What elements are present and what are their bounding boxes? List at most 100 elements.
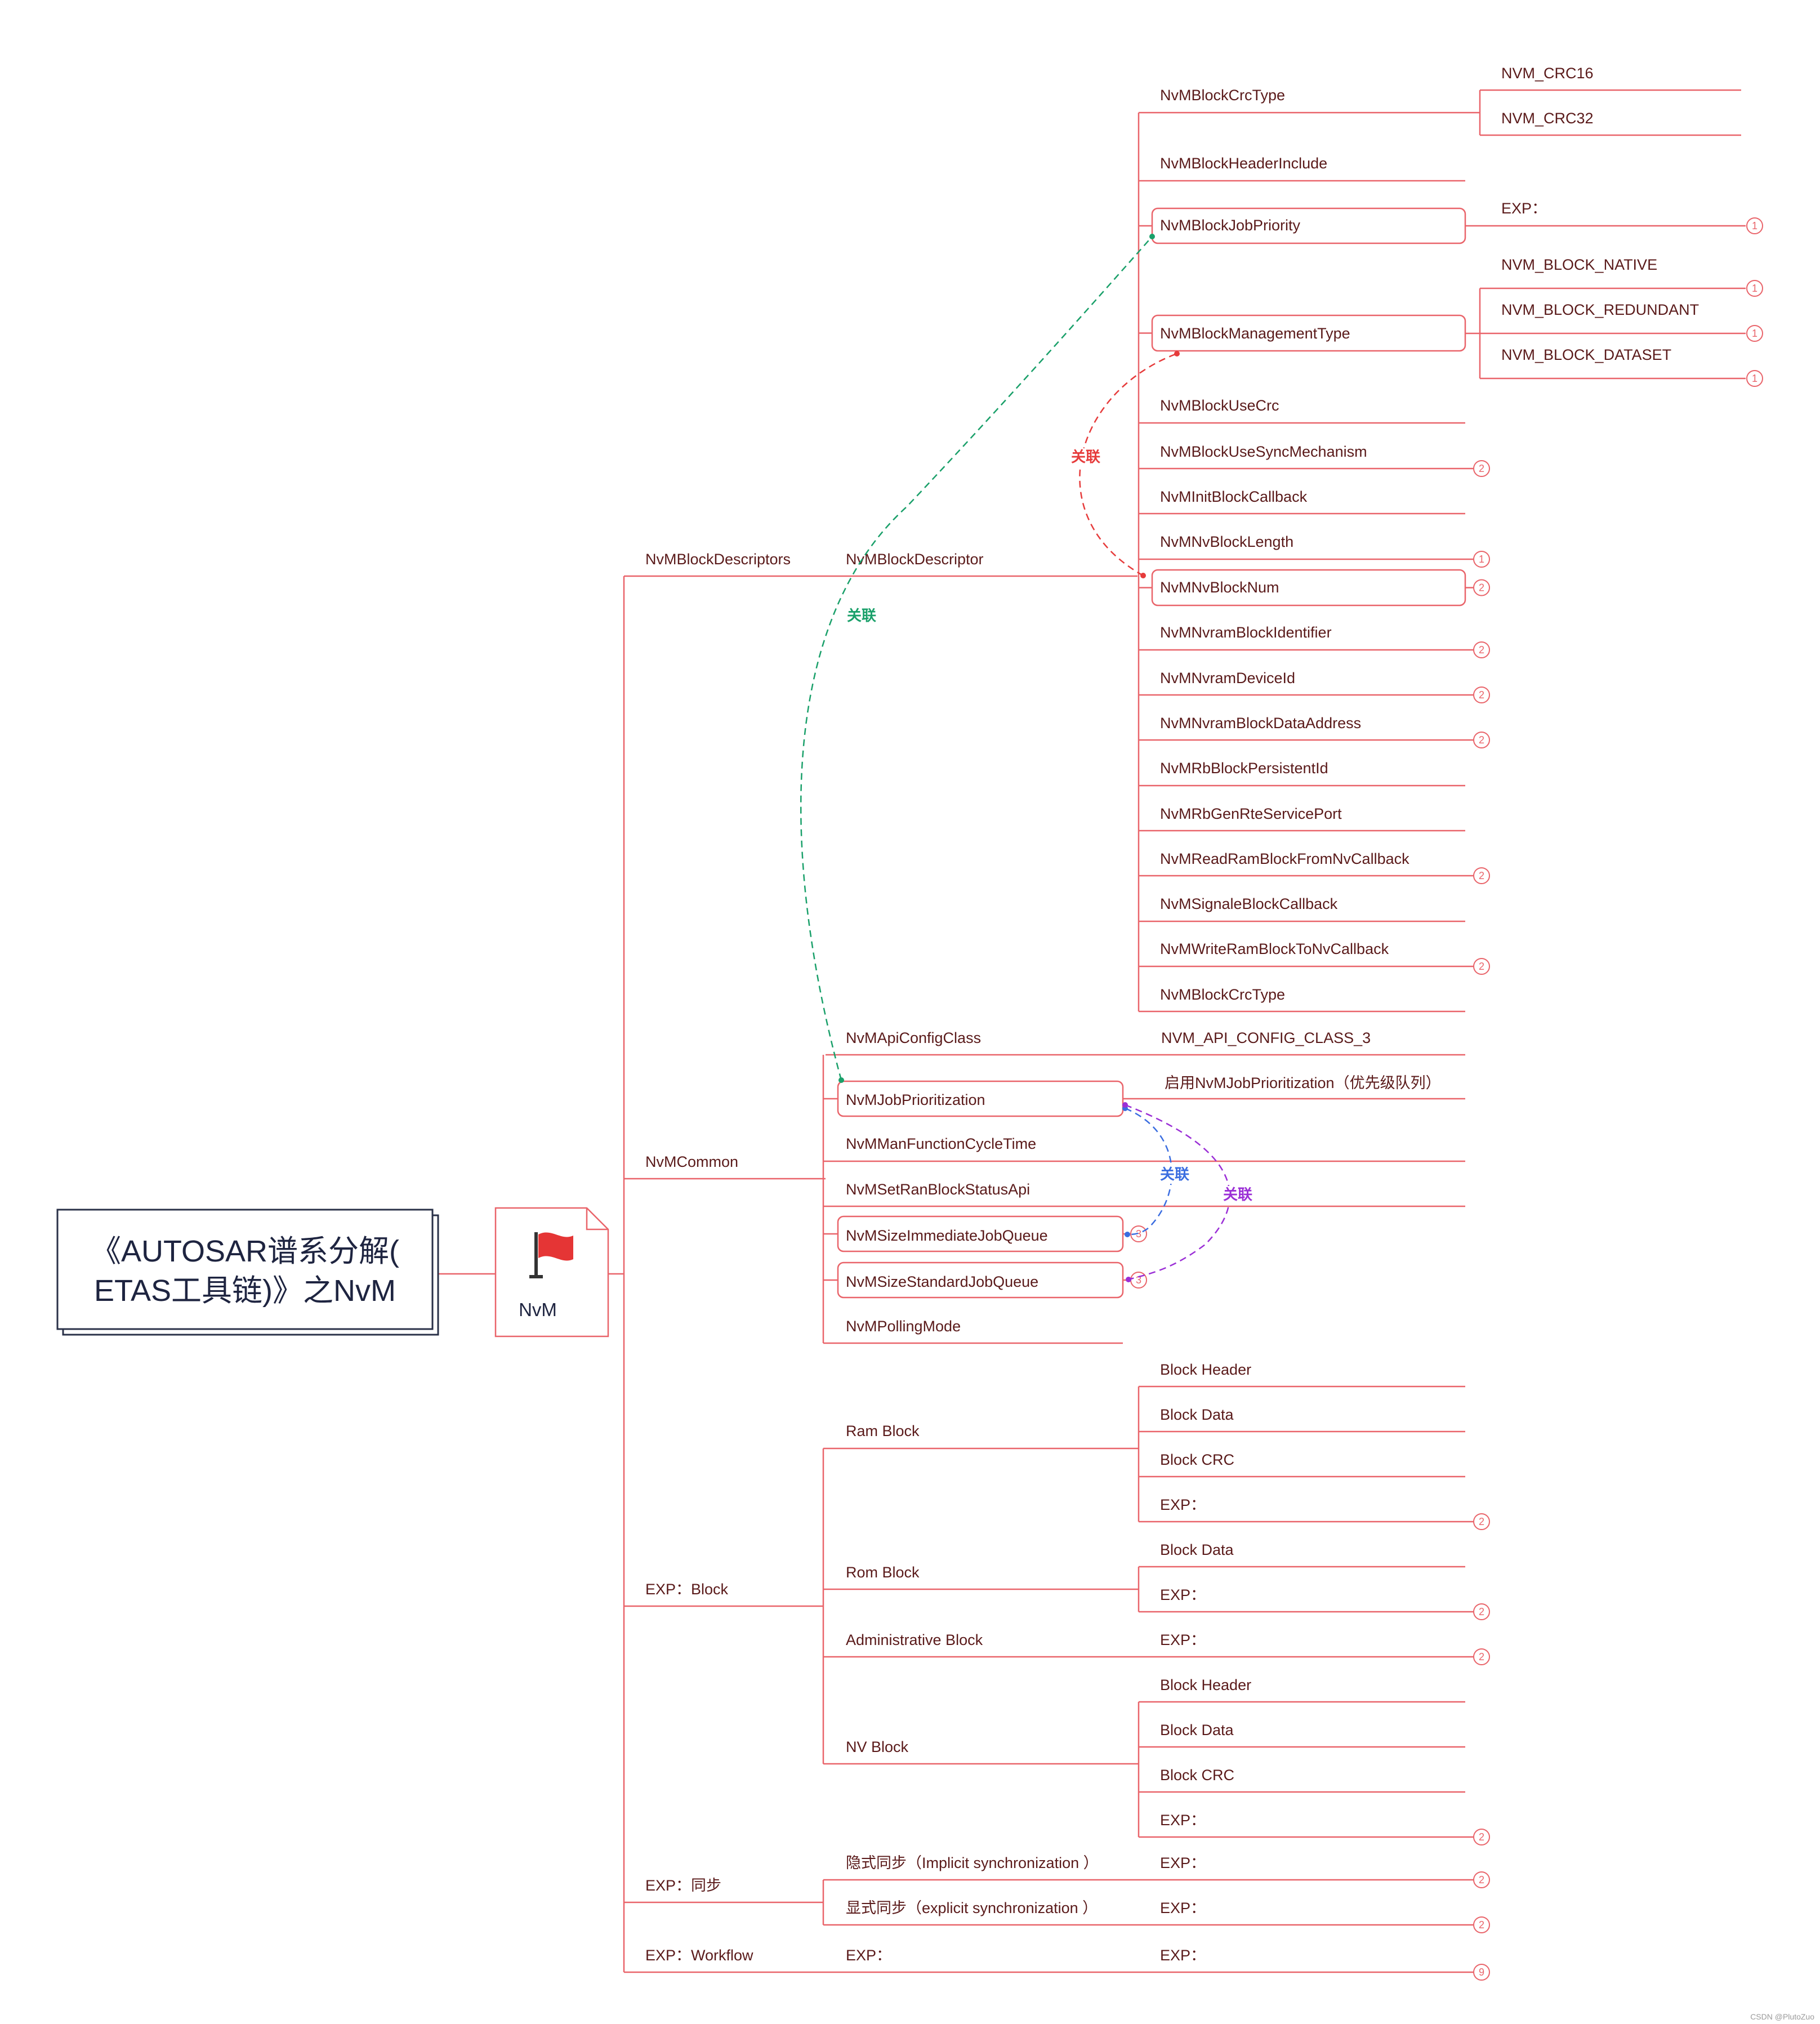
branch-workflow-label[interactable]: EXP：Workflow bbox=[645, 1947, 753, 1964]
block-item-2-sub-0-label[interactable]: EXP： bbox=[1160, 1631, 1206, 1648]
branch-descriptors-label[interactable]: NvMBlockDescriptors bbox=[645, 551, 791, 568]
common-item-0-sub-label[interactable]: NVM_API_CONFIG_CLASS_3 bbox=[1161, 1029, 1371, 1046]
param-16-label[interactable]: NvMWriteRamBlockToNvCallback bbox=[1160, 940, 1389, 957]
block-item-0-sub-1-label[interactable]: Block Data bbox=[1160, 1406, 1234, 1423]
param-3-box[interactable] bbox=[1151, 314, 1466, 352]
common-item-5-label[interactable]: NvMSizeStandardJobQueue bbox=[846, 1273, 1038, 1290]
param-9-badge[interactable] bbox=[1473, 641, 1490, 658]
block-item-3-sub-0-label[interactable]: Block Header bbox=[1160, 1677, 1251, 1693]
common-item-6-label[interactable]: NvMPollingMode bbox=[846, 1318, 961, 1335]
common-item-1-sub-label[interactable]: 启用NvMJobPrioritization（优先级队列） bbox=[1165, 1075, 1441, 1091]
param-14-badge[interactable] bbox=[1473, 867, 1490, 884]
common-item-1-box[interactable] bbox=[837, 1080, 1124, 1117]
param-4-label[interactable]: NvMBlockUseCrc bbox=[1160, 397, 1279, 414]
param-14-label[interactable]: NvMReadRamBlockFromNvCallback bbox=[1160, 850, 1409, 867]
common-item-4-badge[interactable] bbox=[1130, 1225, 1147, 1242]
param-9-label[interactable]: NvMNvramBlockIdentifier bbox=[1160, 624, 1332, 641]
param-6-label[interactable]: NvMInitBlockCallback bbox=[1160, 488, 1308, 505]
branch-block-label[interactable]: EXP：Block bbox=[645, 1581, 729, 1598]
param-15-label[interactable]: NvMSignaleBlockCallback bbox=[1160, 895, 1338, 912]
block-item-1-sub-1-badge[interactable] bbox=[1473, 1603, 1490, 1620]
block-item-3-sub-1-label[interactable]: Block Data bbox=[1160, 1722, 1234, 1738]
mgmt-sub-2-badge-text: 1 bbox=[1752, 373, 1757, 384]
param-11-badge[interactable] bbox=[1473, 732, 1490, 748]
mgmt-sub-1-badge[interactable] bbox=[1746, 325, 1763, 342]
relation-3-curve bbox=[1125, 1104, 1230, 1281]
block-item-1-sub-0-label[interactable]: Block Data bbox=[1160, 1541, 1234, 1558]
sync-item-0-label[interactable]: 隐式同步（Implicit synchronization ） bbox=[846, 1854, 1099, 1871]
crc32-label[interactable]: NVM_CRC32 bbox=[1501, 110, 1594, 127]
block-item-3-sub-3-label[interactable]: EXP： bbox=[1160, 1812, 1206, 1829]
param-8-badge[interactable] bbox=[1473, 579, 1490, 596]
relation-0[interactable]: 关联 bbox=[800, 234, 1155, 1083]
common-item-4-label[interactable]: NvMSizeImmediateJobQueue bbox=[846, 1227, 1048, 1244]
param-7-label[interactable]: NvMNvBlockLength bbox=[1160, 533, 1293, 550]
common-item-4-badge-text: 3 bbox=[1136, 1228, 1141, 1240]
block-item-3-sub-2-label[interactable]: Block CRC bbox=[1160, 1767, 1234, 1784]
block-item-0-sub-3-badge[interactable] bbox=[1473, 1513, 1490, 1530]
workflow-badge[interactable] bbox=[1473, 1964, 1490, 1981]
block-item-0-sub-3-label[interactable]: EXP： bbox=[1160, 1496, 1206, 1513]
common-item-2-label[interactable]: NvMManFunctionCycleTime bbox=[846, 1135, 1036, 1152]
sync-item-0-sub-label[interactable]: EXP： bbox=[1160, 1854, 1206, 1871]
common-item-4-box[interactable] bbox=[837, 1215, 1124, 1252]
param-1-label[interactable]: NvMBlockHeaderInclude bbox=[1160, 155, 1327, 172]
mgmt-sub-0-badge[interactable] bbox=[1746, 280, 1763, 297]
mgmt-sub-2-badge[interactable] bbox=[1746, 370, 1763, 387]
param-16-badge[interactable] bbox=[1473, 958, 1490, 975]
param-10-label[interactable]: NvMNvramDeviceId bbox=[1160, 670, 1295, 686]
param-17-label[interactable]: NvMBlockCrcType bbox=[1160, 986, 1285, 1003]
mgmt-sub-1-label[interactable]: NVM_BLOCK_REDUNDANT bbox=[1501, 301, 1699, 318]
param-2-box[interactable] bbox=[1151, 207, 1466, 244]
relation-2[interactable]: 关联 bbox=[1122, 1105, 1192, 1237]
common-item-3-label[interactable]: NvMSetRanBlockStatusApi bbox=[846, 1181, 1030, 1198]
param-8-label[interactable]: NvMNvBlockNum bbox=[1160, 579, 1279, 596]
jobpriority-exp-label[interactable]: EXP： bbox=[1501, 200, 1547, 217]
block-item-0-sub-0-label[interactable]: Block Header bbox=[1160, 1361, 1251, 1378]
crc16-label[interactable]: NVM_CRC16 bbox=[1501, 65, 1594, 82]
workflow-sub-label[interactable]: EXP： bbox=[1160, 1947, 1206, 1964]
param-5-label[interactable]: NvMBlockUseSyncMechanism bbox=[1160, 443, 1367, 460]
mgmt-sub-2-label[interactable]: NVM_BLOCK_DATASET bbox=[1501, 346, 1671, 363]
relation-1[interactable]: 关联 bbox=[1069, 351, 1180, 578]
param-13-label[interactable]: NvMRbGenRteServicePort bbox=[1160, 805, 1342, 822]
branch-common-label[interactable]: NvMCommon bbox=[645, 1153, 738, 1170]
block-item-2-label[interactable]: Administrative Block bbox=[846, 1631, 983, 1648]
root-title-card[interactable]: 《AUTOSAR谱系分解( ETAS工具链)》之NvM bbox=[56, 1209, 439, 1336]
param-7-badge-text: 1 bbox=[1479, 554, 1484, 565]
param-7-badge[interactable] bbox=[1473, 551, 1490, 568]
sync-item-1-label[interactable]: 显式同步（explicit synchronization ） bbox=[846, 1900, 1098, 1916]
param-0-label[interactable]: NvMBlockCrcType bbox=[1160, 87, 1285, 104]
block-item-0-sub-2-label[interactable]: Block CRC bbox=[1160, 1451, 1234, 1468]
param-2-label[interactable]: NvMBlockJobPriority bbox=[1160, 217, 1301, 234]
param-11-label[interactable]: NvMNvramBlockDataAddress bbox=[1160, 715, 1361, 732]
mgmt-sub-0-label[interactable]: NVM_BLOCK_NATIVE bbox=[1501, 256, 1657, 273]
block-item-3-label[interactable]: NV Block bbox=[846, 1738, 909, 1755]
jobpriority-exp-badge[interactable] bbox=[1746, 217, 1763, 234]
sync-item-1-badge[interactable] bbox=[1473, 1916, 1490, 1933]
common-item-1-label[interactable]: NvMJobPrioritization bbox=[846, 1091, 985, 1108]
param-8-box[interactable] bbox=[1151, 569, 1466, 607]
param-10-badge[interactable] bbox=[1473, 686, 1490, 703]
relation-3[interactable]: 关联 bbox=[1122, 1102, 1255, 1282]
sync-item-0-badge[interactable] bbox=[1473, 1871, 1490, 1888]
block-item-1-sub-1-label[interactable]: EXP： bbox=[1160, 1586, 1206, 1603]
param-3-label[interactable]: NvMBlockManagementType bbox=[1160, 325, 1350, 342]
param-5-badge[interactable] bbox=[1473, 460, 1490, 477]
relation-1-end-dot bbox=[1174, 351, 1180, 356]
block-item-1-label[interactable]: Rom Block bbox=[846, 1564, 920, 1581]
block-item-2-sub-0-badge[interactable] bbox=[1473, 1648, 1490, 1665]
nvm-node[interactable]: NvM bbox=[494, 1207, 609, 1338]
descriptor-label[interactable]: NvMBlockDescriptor bbox=[846, 551, 984, 568]
workflow-child-label[interactable]: EXP： bbox=[846, 1947, 891, 1964]
branch-sync-label[interactable]: EXP：同步 bbox=[645, 1877, 721, 1894]
common-item-5-box[interactable] bbox=[837, 1261, 1124, 1299]
block-item-0-label[interactable]: Ram Block bbox=[846, 1423, 920, 1439]
block-item-3-sub-3-badge[interactable] bbox=[1473, 1829, 1490, 1845]
sync-item-1-sub-label[interactable]: EXP： bbox=[1160, 1900, 1206, 1916]
common-item-0-label[interactable]: NvMApiConfigClass bbox=[846, 1029, 981, 1046]
jobpriority-exp-badge-text: 1 bbox=[1752, 220, 1757, 231]
relation-0-label: 关联 bbox=[847, 607, 876, 624]
param-12-label[interactable]: NvMRbBlockPersistentId bbox=[1160, 760, 1328, 777]
